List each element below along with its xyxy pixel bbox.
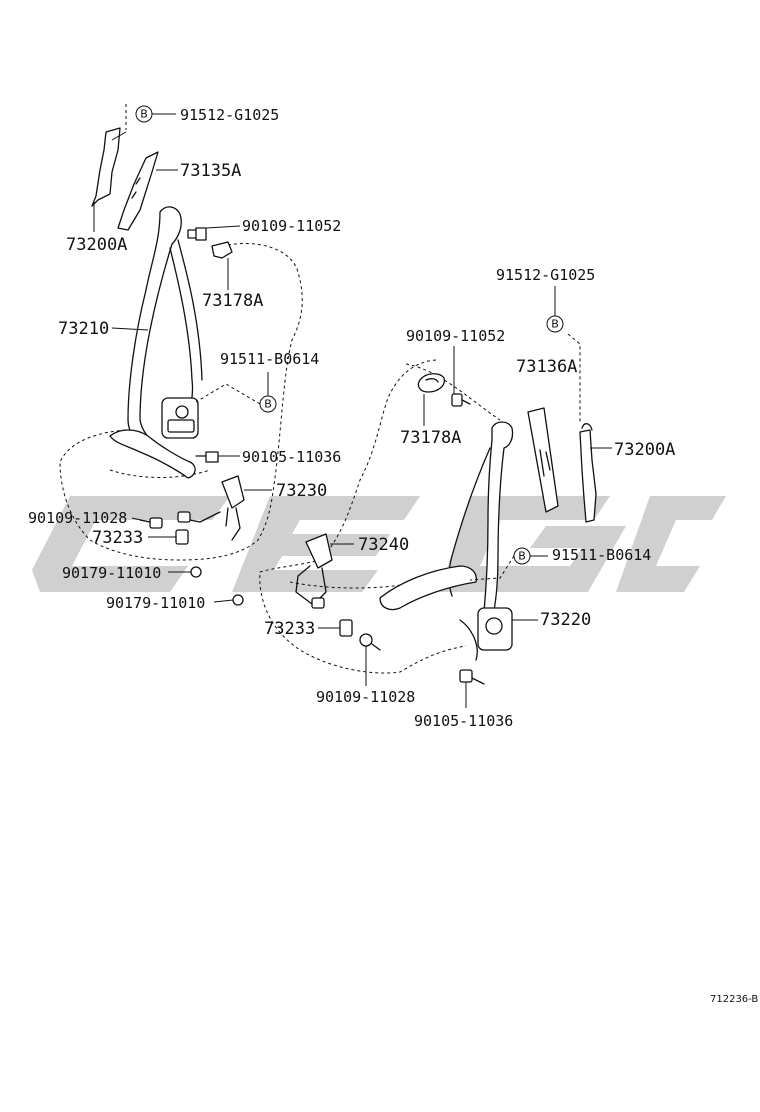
- left-badge-b-top: B: [135, 105, 153, 123]
- left-nut-90179-a: [190, 566, 202, 578]
- right-bolt-90105-11036: [459, 669, 485, 685]
- right-badge-b-top: B: [546, 315, 564, 333]
- right-bolt-90109-11052: [451, 393, 471, 407]
- label-right-73178A: 73178A: [400, 428, 461, 448]
- left-guide-73178A: [211, 241, 233, 259]
- right-retractor-73220: [477, 607, 513, 651]
- label-left-90105-11036: 90105-11036: [242, 448, 341, 466]
- svg-text:B: B: [518, 550, 526, 563]
- label-left-91511-B0614: 91511-B0614: [220, 350, 319, 368]
- right-cover-73136A: [527, 407, 559, 513]
- label-left-73233: 73233: [92, 528, 143, 548]
- left-seat-belt-assembly: B B: [59, 104, 303, 606]
- label-left-73200A: 73200A: [66, 235, 127, 255]
- label-left-73230: 73230: [276, 481, 327, 501]
- label-left-73210: 73210: [58, 319, 109, 339]
- right-buckle-73240: [305, 533, 333, 569]
- svg-text:B: B: [551, 318, 559, 331]
- left-nut-90179-b: [232, 594, 244, 606]
- left-bolt-90105-11036: [195, 451, 219, 463]
- left-seat-outline: [59, 243, 303, 561]
- label-left-91512-G1025: 91512-G1025: [180, 106, 279, 124]
- left-badge-b-mid: B: [259, 395, 277, 413]
- label-right-73240: 73240: [358, 535, 409, 555]
- right-belt-webbing: [483, 421, 514, 613]
- label-right-73233: 73233: [264, 619, 315, 639]
- diagram-code: 712236-B: [710, 994, 758, 1005]
- right-badge-b-mid: B: [513, 547, 531, 565]
- right-bolt-90109-11028: [359, 633, 381, 651]
- label-left-73178A: 73178A: [202, 291, 263, 311]
- label-left-90179-11010-a: 90179-11010: [62, 564, 161, 582]
- watermark-logo: [32, 496, 726, 592]
- left-lap-belt: [109, 429, 196, 479]
- label-left-73135A: 73135A: [180, 161, 241, 181]
- label-left-90179-11010-b: 90179-11010: [106, 594, 205, 612]
- left-cover-73135A: [117, 151, 159, 231]
- label-left-90109-11052: 90109-11052: [242, 217, 341, 235]
- right-anchor-plate-73200A: [579, 429, 597, 523]
- label-right-73136A: 73136A: [516, 357, 577, 377]
- left-buckle-73230: [221, 475, 245, 509]
- svg-text:B: B: [264, 398, 272, 411]
- label-right-91511-B0614: 91511-B0614: [552, 546, 651, 564]
- right-cap-73233: [339, 619, 353, 637]
- label-right-90109-11052: 90109-11052: [406, 327, 505, 345]
- left-anchor-plate-73200A: [91, 127, 121, 207]
- right-seat-belt-assembly: B B: [259, 286, 612, 708]
- label-right-91512-G1025: 91512-G1025: [496, 266, 595, 284]
- label-right-73220: 73220: [540, 610, 591, 630]
- svg-text:B: B: [140, 108, 148, 121]
- label-right-73200A: 73200A: [614, 440, 675, 460]
- label-right-90109-11028: 90109-11028: [316, 688, 415, 706]
- label-left-90109-11028: 90109-11028: [28, 509, 127, 527]
- label-right-90105-11036: 90105-11036: [414, 712, 513, 730]
- left-cap-73233: [175, 529, 189, 545]
- right-lap-belt: [379, 565, 477, 611]
- left-bolt-90109-11052: [187, 227, 207, 241]
- right-guide-73178A: [417, 373, 445, 393]
